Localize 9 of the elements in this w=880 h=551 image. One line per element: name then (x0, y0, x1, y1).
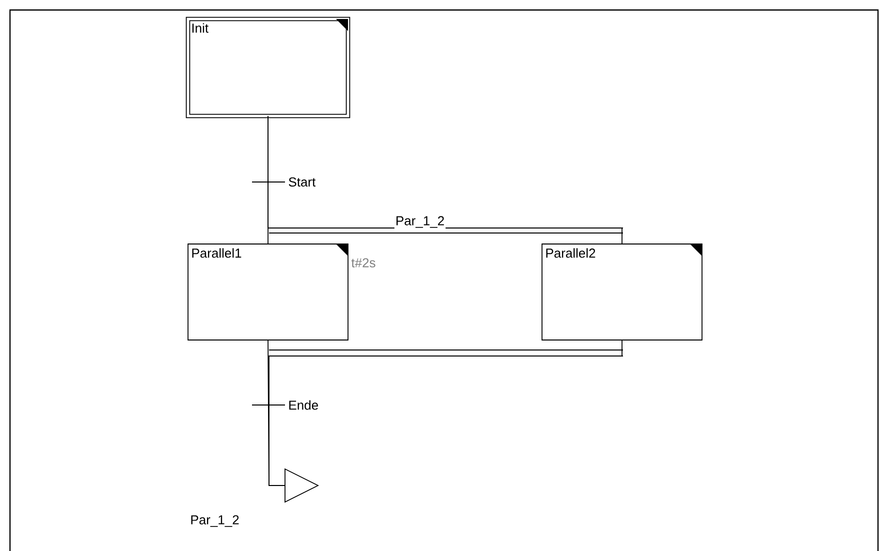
transition-label: Ende (289, 400, 318, 410)
transition-label: Start (288, 177, 316, 187)
connector-line (268, 116, 622, 244)
branch-name: Par_1_2 (394, 215, 446, 229)
connector-line (268, 340, 622, 486)
step-time: t#2s (351, 258, 376, 268)
step-box: Parallel2 (542, 244, 702, 340)
step-box: Parallel1 (188, 244, 348, 340)
step-box: Init (186, 16, 350, 118)
